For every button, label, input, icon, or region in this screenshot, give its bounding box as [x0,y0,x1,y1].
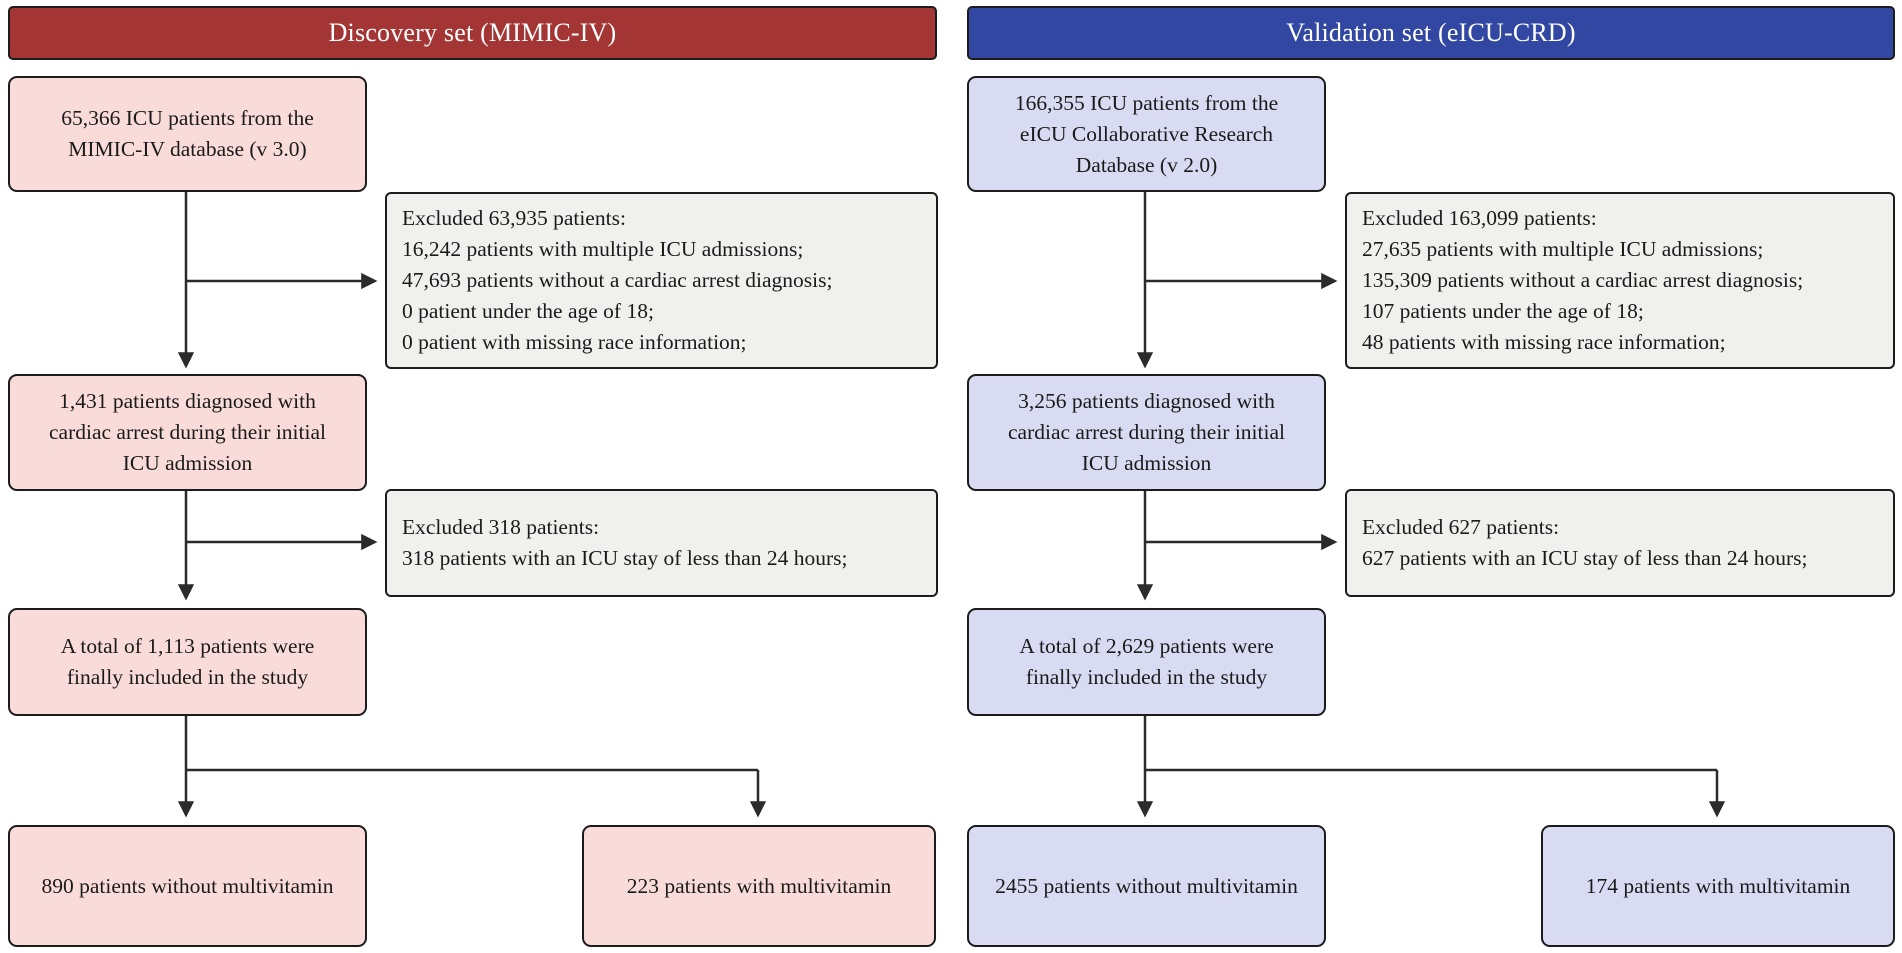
discovery-header-label: Discovery set (MIMIC-IV) [328,18,617,47]
discovery-included-box: A total of 1,113 patients were finally i… [8,608,367,716]
text-line: cardiac arrest during their initial [1008,420,1285,444]
text-line: 1,431 patients diagnosed with [59,389,316,413]
text-line: MIMIC-IV database (v 3.0) [68,137,307,161]
text-line: 0 patient under the age of 18; [402,299,654,323]
text-line: eICU Collaborative Research [1019,121,1274,146]
text-line: 0 patient with missing race information; [402,330,747,354]
text-line: 627 patients with an ICU stay of less th… [1362,546,1808,570]
text-line: cardiac arrest during their initial [49,420,326,444]
discovery-with-multivitamin-box: 223 patients with multivitamin [582,825,936,947]
text-line: ICU admission [122,451,253,475]
text-line: Excluded 163,099 patients: [1362,206,1597,230]
text-line: Excluded 318 patients: [402,515,600,539]
text-line: 318 patients with an ICU stay of less th… [402,546,848,570]
discovery-diagnosed-box: 1,431 patients diagnosed with cardiac ar… [8,374,367,491]
validation-exclusion-box-2: Excluded 627 patients: 627 patients with… [1345,489,1895,597]
text-line: 890 patients without multivitamin [41,873,334,898]
text-line: finally included in the study [66,665,309,689]
text-line: 135,309 patients without a cardiac arres… [1362,268,1804,292]
validation-exclusion-box-1: Excluded 163,099 patients: 27,635 patien… [1345,192,1895,369]
text-line: finally included in the study [1025,665,1268,689]
validation-without-multivitamin-box: 2455 patients without multivitamin [967,825,1326,947]
text-line: Database (v 2.0) [1075,152,1218,177]
discovery-without-multivitamin-box: 890 patients without multivitamin [8,825,367,947]
validation-included-box: A total of 2,629 patients were finally i… [967,608,1326,716]
text-line: 27,635 patients with multiple ICU admiss… [1362,237,1764,261]
text-line: 174 patients with multivitamin [1585,873,1851,898]
discovery-source-box: 65,366 ICU patients from the MIMIC-IV da… [8,76,367,192]
discovery-header: Discovery set (MIMIC-IV) [8,6,937,60]
discovery-exclusion-box-1: Excluded 63,935 patients: 16,242 patient… [385,192,938,369]
text-line: 2455 patients without multivitamin [995,873,1298,898]
validation-source-box: 166,355 ICU patients from the eICU Colla… [967,76,1326,192]
text-line: 223 patients with multivitamin [626,873,892,898]
text-line: 166,355 ICU patients from the [1014,90,1279,115]
text-line: A total of 1,113 patients were [60,634,315,658]
discovery-exclusion-box-2: Excluded 318 patients: 318 patients with… [385,489,938,597]
text-line: 16,242 patients with multiple ICU admiss… [402,237,804,261]
validation-diagnosed-box: 3,256 patients diagnosed with cardiac ar… [967,374,1326,491]
validation-header-label: Validation set (eICU-CRD) [1286,18,1576,47]
text-line: ICU admission [1081,451,1212,475]
text-line: Excluded 627 patients: [1362,515,1560,539]
validation-with-multivitamin-box: 174 patients with multivitamin [1541,825,1895,947]
validation-header: Validation set (eICU-CRD) [967,6,1895,60]
text-line: 65,366 ICU patients from the [61,106,314,130]
text-line: 3,256 patients diagnosed with [1018,389,1275,413]
text-line: 48 patients with missing race informatio… [1362,330,1726,354]
text-line: 107 patients under the age of 18; [1362,299,1644,323]
text-line: 47,693 patients without a cardiac arrest… [402,268,833,292]
text-line: Excluded 63,935 patients: [402,206,626,230]
text-line: A total of 2,629 patients were [1019,634,1274,658]
